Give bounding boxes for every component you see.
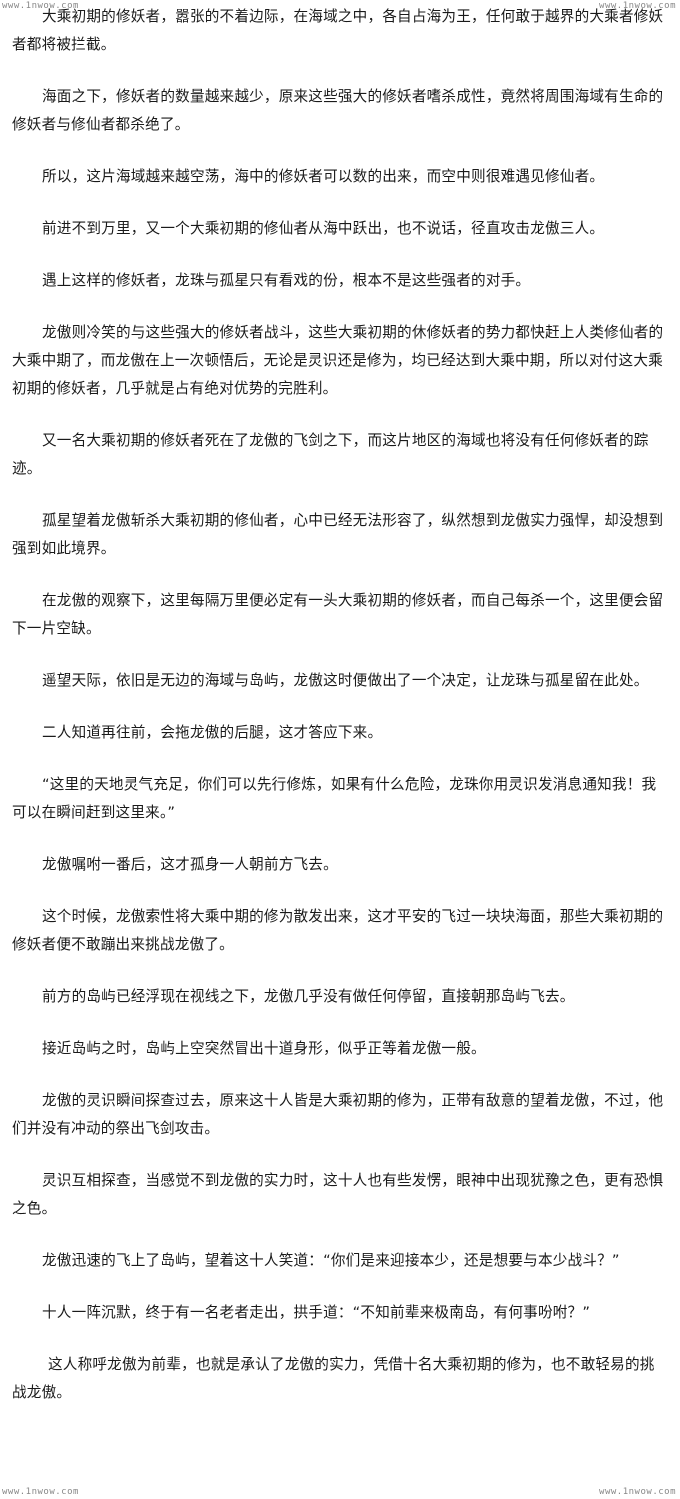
paragraph: 龙傲则冷笑的与这些强大的修妖者战斗，这些大乘初期的休修妖者的势力都快赶上人类修仙… [12, 324, 664, 397]
paragraph: 这个时候，龙傲索性将大乘中期的修为散发出来，这才平安的飞过一块块海面，那些大乘初… [12, 908, 664, 953]
paragraph: 前进不到万里，又一个大乘初期的修仙者从海中跃出，也不说话，径直攻击龙傲三人。 [42, 220, 605, 237]
watermark-top-right: www.1nwow.com [599, 1, 676, 11]
watermark-bottom-right: www.1nwow.com [599, 1487, 676, 1497]
paragraph: 二人知道再往前，会拖龙傲的后腿，这才答应下来。 [42, 724, 383, 741]
paragraph: 龙傲迅速的飞上了岛屿，望着这十人笑道：“你们是来迎接本少，还是想要与本少战斗？” [42, 1252, 620, 1269]
article-body: 大乘初期的修妖者，嚣张的不着边际，在海域之中，各自占海为王，任何敢于越界的大乘者… [12, 4, 664, 1431]
paragraph: 龙傲的灵识瞬间探查过去，原来这十人皆是大乘初期的修为，正带有敌意的望着龙傲，不过… [12, 1092, 664, 1137]
paragraph: 在龙傲的观察下，这里每隔万里便必定有一头大乘初期的修妖者，而自己每杀一个，这里便… [12, 592, 664, 637]
paragraph: 前方的岛屿已经浮现在视线之下，龙傲几乎没有做任何停留，直接朝那岛屿飞去。 [42, 988, 575, 1005]
paragraph: 孤星望着龙傲斩杀大乘初期的修仙者，心中已经无法形容了，纵然想到龙傲实力强悍，却没… [12, 512, 664, 557]
watermark-top-left: www.1nwow.com [2, 1, 79, 11]
paragraph: 龙傲嘱咐一番后，这才孤身一人朝前方飞去。 [42, 856, 338, 873]
paragraph: 这人称呼龙傲为前辈，也就是承认了龙傲的实力，凭借十名大乘初期的修为，也不敢轻易的… [12, 1356, 655, 1401]
paragraph-quote: “这里的天地灵气充足，你们可以先行修炼，如果有什么危险，龙珠你用灵识发消息通知我… [12, 776, 657, 821]
paragraph: 又一名大乘初期的修妖者死在了龙傲的飞剑之下，而这片地区的海域也将没有任何修妖者的… [12, 432, 649, 477]
paragraph: 大乘初期的修妖者，嚣张的不着边际，在海域之中，各自占海为王，任何敢于越界的大乘者… [12, 8, 664, 53]
paragraph: 所以，这片海域越来越空荡，海中的修妖者可以数的出来，而空中则很难遇见修仙者。 [42, 168, 605, 185]
paragraph: 接近岛屿之时，岛屿上空突然冒出十道身形，似乎正等着龙傲一般。 [42, 1040, 486, 1057]
paragraph: 海面之下，修妖者的数量越来越少，原来这些强大的修妖者嗜杀成性，竟然将周围海域有生… [12, 88, 664, 133]
paragraph: 灵识互相探查，当感觉不到龙傲的实力时，这十人也有些发愣，眼神中出现犹豫之色，更有… [12, 1172, 664, 1217]
paragraph: 遥望天际，依旧是无边的海域与岛屿，龙傲这时便做出了一个决定，让龙珠与孤星留在此处… [42, 672, 649, 689]
watermark-bottom-left: www.1nwow.com [2, 1487, 79, 1497]
paragraph: 遇上这样的修妖者，龙珠与孤星只有看戏的份，根本不是这些强者的对手。 [42, 272, 531, 289]
paragraph: 十人一阵沉默，终于有一名老者走出，拱手道：“不知前辈来极南岛，有何事吩咐？” [42, 1304, 591, 1321]
